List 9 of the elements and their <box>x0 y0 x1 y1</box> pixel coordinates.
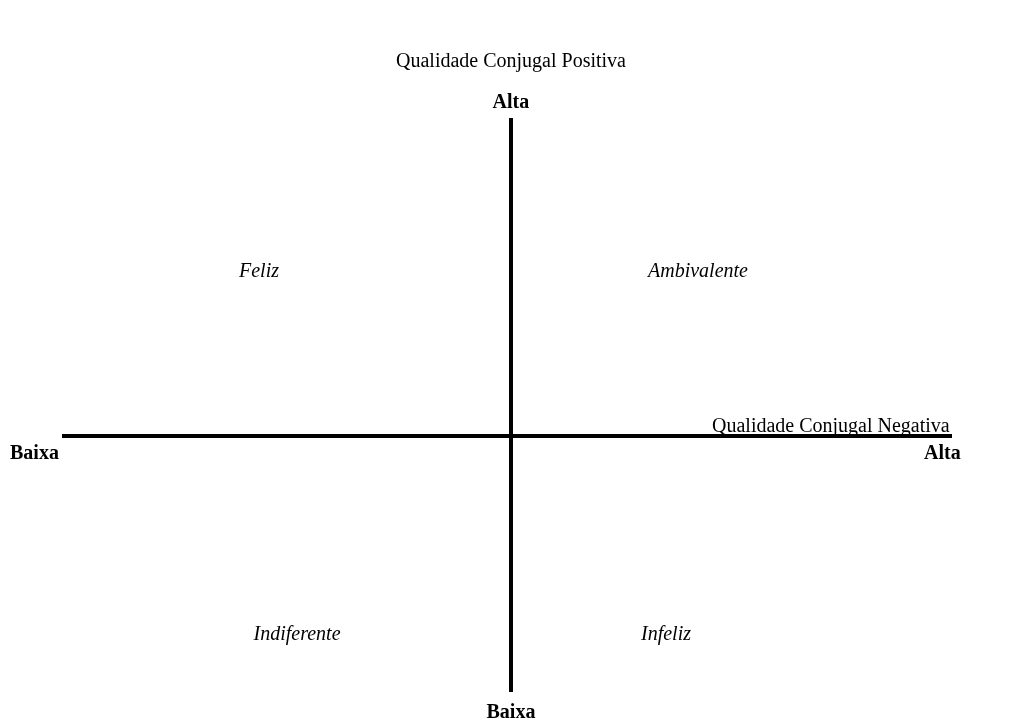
quadrant-label: Ambivalente <box>648 258 748 282</box>
quadrant-label: Indiferente <box>253 621 341 645</box>
axis-end-label: Baixa <box>486 699 536 720</box>
axis-end-label: Alta <box>492 89 530 113</box>
quadrant-label: Infeliz <box>641 621 691 645</box>
axis-end-label: Baixa <box>10 440 59 464</box>
axis-title: Qualidade Conjugal Positiva <box>396 48 626 72</box>
axis-end-label: Alta <box>924 440 961 464</box>
quadrant-label: Feliz <box>239 258 279 282</box>
